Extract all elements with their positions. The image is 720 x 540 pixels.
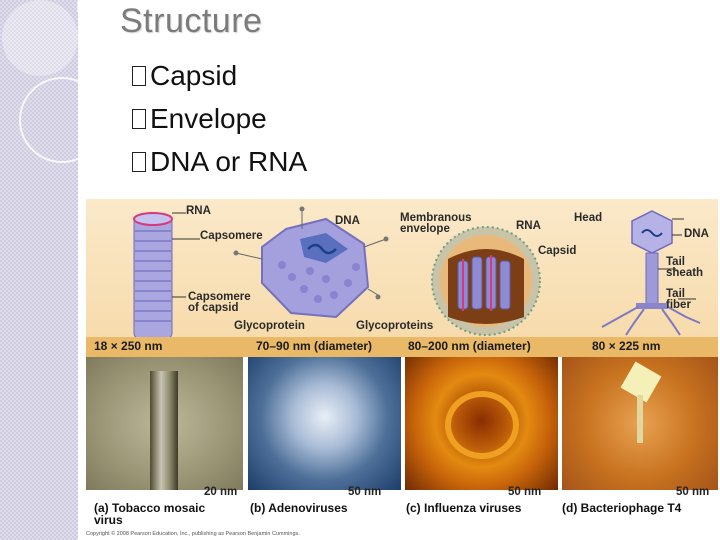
bullet-square-icon <box>132 151 146 172</box>
micrograph-bacteriophage <box>562 357 718 490</box>
label-rna: RNA <box>186 205 211 217</box>
enveloped-virus-drawing <box>431 226 541 336</box>
label-glycoprotein: Glycoprotein <box>234 320 305 332</box>
decorative-circles <box>2 0 105 163</box>
label-capsomere-of-capsid: of capsid <box>188 302 239 314</box>
label-membranous-envelope: Membranous <box>400 212 472 224</box>
slide-title: Structure <box>120 2 263 40</box>
label-tail-sheath: sheath <box>666 267 704 279</box>
caption-line: virus <box>94 513 123 527</box>
bullet-item: Capsid <box>132 54 307 97</box>
micrograph-adenovirus <box>248 357 401 490</box>
label-dna: DNA <box>684 228 709 240</box>
bullet-text: Capsid <box>150 60 238 91</box>
bullet-item: DNA or RNA <box>132 140 307 183</box>
caption-tobacco-mosaic: (a) Tobacco mosaic virus <box>94 502 205 526</box>
caption-line: (c) Influenza viruses <box>406 501 522 515</box>
scale-bar-label: 20 nm <box>204 486 238 498</box>
bullet-square-icon <box>132 108 146 129</box>
dimension-label: 70–90 nm (diameter) <box>256 339 373 353</box>
label-membranous-envelope: envelope <box>400 223 450 235</box>
scale-bar-label: 50 nm <box>676 486 710 498</box>
virus-diagrams <box>133 206 701 339</box>
label-capsomere: Capsomere <box>200 230 263 242</box>
bullet-list: Capsid Envelope DNA or RNA <box>132 54 307 183</box>
caption-row: 20 nm 50 nm 50 nm 50 nm (a) Tobacco mosa… <box>86 486 718 540</box>
caption-line: (a) Tobacco mosaic <box>94 501 206 515</box>
copyright-notice: Copyright © 2008 Pearson Education, Inc.… <box>86 531 300 537</box>
scale-bar-label: 50 nm <box>508 486 542 498</box>
label-tail-fiber: fiber <box>666 299 691 311</box>
scale-bar-label: 50 nm <box>348 486 382 498</box>
bullet-square-icon <box>132 65 146 86</box>
micrograph-tobacco-mosaic <box>86 357 243 490</box>
caption-influenza: (c) Influenza viruses <box>406 502 521 514</box>
micrograph-influenza <box>405 357 558 490</box>
helical-virus-drawing <box>133 212 200 339</box>
label-capsid: Capsid <box>538 245 577 257</box>
caption-line: (b) Adenoviruses <box>250 501 348 515</box>
bullet-text: Envelope <box>150 103 267 134</box>
bullet-item: Envelope <box>132 97 307 140</box>
label-glycoproteins: Glycoproteins <box>356 320 434 332</box>
dimension-strip <box>86 337 718 357</box>
virus-structure-figure: RNA Capsomere Capsomere of capsid DNA Gl… <box>86 199 718 540</box>
dimension-label: 18 × 250 nm <box>94 339 163 353</box>
label-head: Head <box>574 212 603 224</box>
caption-line: (d) Bacteriophage T4 <box>562 501 682 515</box>
diagram-panel <box>86 199 718 357</box>
bacteriophage-drawing <box>601 210 701 336</box>
label-capsomere-of-capsid: Capsomere <box>188 291 251 303</box>
label-tail-sheath: Tail <box>666 256 685 268</box>
caption-bacteriophage: (d) Bacteriophage T4 <box>562 502 681 514</box>
polyhedral-virus-drawing <box>233 206 389 319</box>
dimension-label: 80 × 225 nm <box>592 339 661 353</box>
decorative-sidebar <box>0 0 78 540</box>
caption-adenovirus: (b) Adenoviruses <box>250 502 348 514</box>
label-tail-fiber: Tail <box>666 288 685 300</box>
dimension-label: 80–200 nm (diameter) <box>408 339 531 353</box>
label-dna: DNA <box>335 215 360 227</box>
label-rna: RNA <box>516 220 541 232</box>
bullet-text: DNA or RNA <box>150 146 308 177</box>
